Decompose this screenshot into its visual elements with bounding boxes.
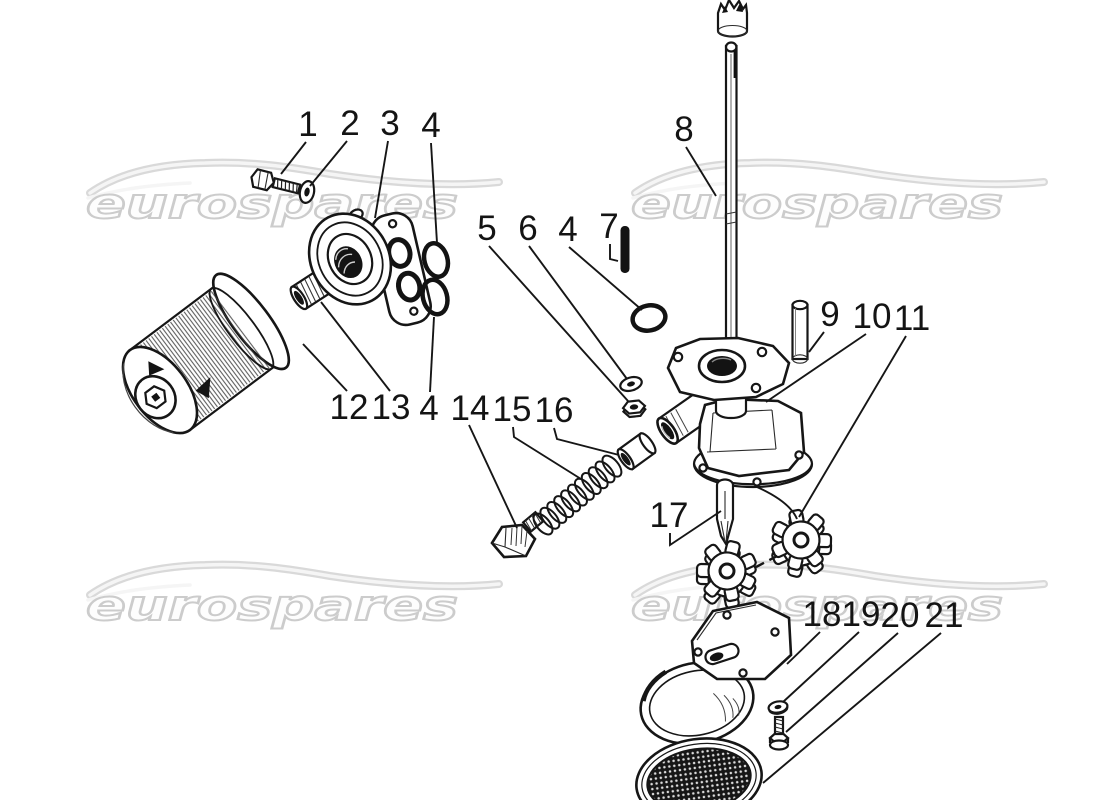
- callout-8-label: 8: [674, 110, 693, 149]
- callout-21-label: 21: [925, 596, 964, 635]
- callout-15-label: 15: [493, 390, 532, 429]
- bolt-part-1: [250, 168, 302, 195]
- callout-5-label: 5: [477, 209, 496, 248]
- callout-16-label: 16: [535, 391, 574, 430]
- callout-18: 18: [786, 595, 842, 665]
- bushing-part-16: [616, 432, 657, 471]
- pump-gears-part-11: [688, 496, 845, 616]
- washer-part-6: [619, 375, 643, 393]
- callout-19-label: 19: [842, 595, 881, 634]
- callout-18-label: 18: [803, 595, 842, 634]
- watermark-bottom-right: eurospares: [630, 560, 1048, 631]
- callout-14-label: 14: [451, 389, 490, 428]
- callout-20: 20: [785, 596, 920, 733]
- spring-part-15: [532, 454, 623, 536]
- gear-shaft-part-17: [715, 478, 735, 547]
- callout-2: 2: [309, 104, 360, 187]
- oil-pump-assembly: [656, 336, 814, 489]
- pump-drive-shaft-part-8: [724, 41, 738, 358]
- callout-13: 13: [320, 301, 411, 427]
- watermark-text: eurospares: [86, 581, 458, 630]
- callout-4-bottom: 4: [419, 316, 439, 428]
- callout-4-mid: 4: [558, 210, 643, 311]
- callout-4-top: 4: [421, 106, 441, 244]
- callout-1: 1: [280, 105, 318, 175]
- o-ring-part-4-middle: [630, 303, 668, 333]
- pump-top-flange: [666, 336, 791, 402]
- flow-arrow: [195, 377, 211, 399]
- callout-6-label: 6: [518, 209, 537, 248]
- plug-part-14: [490, 510, 545, 559]
- callout-21: 21: [762, 596, 964, 784]
- callout-5: 5: [477, 209, 629, 402]
- callout-15: 15: [493, 390, 582, 480]
- watermark-bottom-left: eurospares: [85, 560, 503, 631]
- callout-12: 12: [302, 343, 369, 427]
- callout-11-label: 11: [894, 299, 930, 338]
- callout-4-label: 4: [419, 389, 438, 428]
- watermark-top-right: eurospares: [630, 158, 1048, 229]
- callout-8: 8: [674, 110, 717, 197]
- callout-3-label: 3: [380, 104, 399, 143]
- callout-4-label: 4: [558, 210, 577, 249]
- pin-part-7: [620, 226, 630, 273]
- filter-head-part-3: [307, 208, 393, 306]
- callout-13-label: 13: [372, 388, 411, 427]
- callout-7-label: 7: [599, 207, 618, 246]
- gear-hub: [792, 531, 810, 549]
- washer-part-19: [767, 700, 789, 715]
- bolt-part-20: [768, 715, 790, 751]
- callout-10-label: 10: [853, 297, 892, 336]
- pump-cover-part-18: [690, 600, 793, 681]
- callout-12-label: 12: [330, 388, 369, 427]
- callout-9: 9: [808, 295, 840, 353]
- callout-14: 14: [451, 389, 518, 529]
- oil-filter-canister-part-12: [121, 272, 291, 435]
- callout-10: 10: [756, 297, 892, 520]
- callout-2-label: 2: [340, 104, 359, 143]
- callouts: 1 2 3 4 5 6 4 7: [280, 104, 964, 784]
- o-ring-part-4-lower: [420, 277, 450, 317]
- callout-4-label: 4: [421, 106, 440, 145]
- o-ring-part-4-upper: [421, 241, 451, 279]
- watermark-top-left: eurospares: [85, 158, 503, 229]
- callout-7: 7: [599, 207, 619, 262]
- callout-16: 16: [535, 391, 620, 456]
- assembly-dashed-line: [755, 552, 782, 569]
- callout-17-label: 17: [650, 496, 689, 535]
- callout-19: 19: [782, 595, 881, 703]
- dowel-pin-part-9: [791, 299, 809, 364]
- gear-hub: [718, 562, 736, 580]
- watermark-text: eurospares: [631, 581, 1003, 630]
- callout-11: 11: [798, 299, 930, 518]
- washer-part-2: [298, 180, 316, 204]
- callout-9-label: 9: [820, 295, 839, 334]
- relief-valve-cap: [716, 0, 749, 38]
- strainer-part-21: [635, 737, 763, 800]
- flow-arrow: [148, 361, 165, 376]
- callout-1-label: 1: [298, 105, 317, 144]
- callout-20-label: 20: [881, 596, 920, 635]
- watermark-text: eurospares: [631, 179, 1003, 228]
- nut-part-5: [621, 399, 647, 419]
- callout-17: 17: [650, 496, 722, 547]
- callout-6: 6: [518, 209, 628, 380]
- pickup-funnel: [639, 660, 755, 746]
- callout-3: 3: [374, 104, 400, 219]
